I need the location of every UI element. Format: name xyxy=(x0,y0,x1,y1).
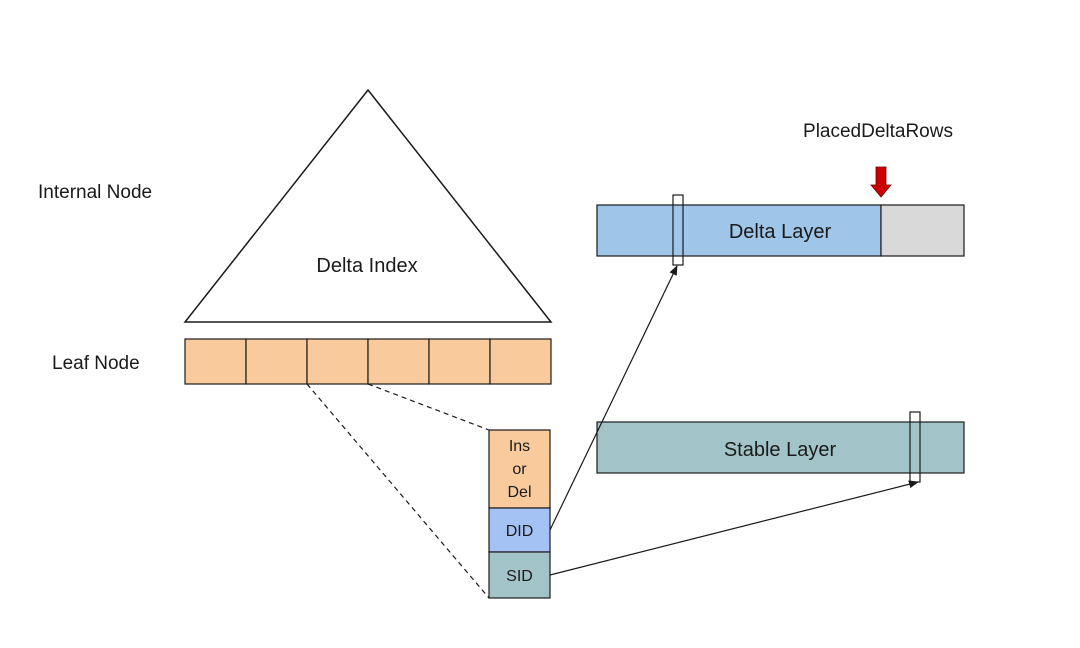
entry-did-cell xyxy=(488,507,551,553)
entry-type-line2: or xyxy=(512,461,527,478)
leaf-cell xyxy=(489,338,552,385)
delta-layer-used xyxy=(596,204,882,257)
stable-layer: Stable Layer xyxy=(596,411,965,483)
delta-index-triangle xyxy=(183,88,553,323)
stable-layer-label: Stable Layer xyxy=(724,439,837,461)
expansion-line-left xyxy=(306,383,490,599)
entry-sid-label: SID xyxy=(506,568,533,585)
leaf-cell xyxy=(367,338,430,385)
did-pointer-arrow xyxy=(549,265,678,531)
entry-type-cell xyxy=(488,429,551,509)
leaf-entry: Ins or Del DID SID xyxy=(488,429,551,599)
leaf-node-row xyxy=(184,338,552,385)
internal-node-label: Internal Node xyxy=(38,182,152,203)
placed-delta-rows-arrow-icon xyxy=(870,166,892,198)
leaf-node-label: Leaf Node xyxy=(52,353,140,374)
entry-sid-cell xyxy=(488,551,551,599)
expansion-line-right xyxy=(367,383,490,431)
delta-layer-label: Delta Layer xyxy=(729,221,832,243)
leaf-cell xyxy=(184,338,247,385)
leaf-cell xyxy=(428,338,491,385)
sid-pointer-arrow xyxy=(549,480,919,576)
delta-index-label: Delta Index xyxy=(316,255,417,277)
placed-delta-rows-label: PlacedDeltaRows xyxy=(803,121,953,142)
entry-type-line3: Del xyxy=(507,484,531,501)
entry-did-label: DID xyxy=(506,523,534,540)
delta-layer-unused xyxy=(880,204,965,257)
leaf-cell xyxy=(306,338,369,385)
leaf-cell xyxy=(245,338,308,385)
delta-row-marker xyxy=(672,194,684,266)
entry-type-line1: Ins xyxy=(509,438,530,455)
delta-layer: Delta Layer xyxy=(596,194,965,266)
stable-layer-bar xyxy=(596,421,965,474)
